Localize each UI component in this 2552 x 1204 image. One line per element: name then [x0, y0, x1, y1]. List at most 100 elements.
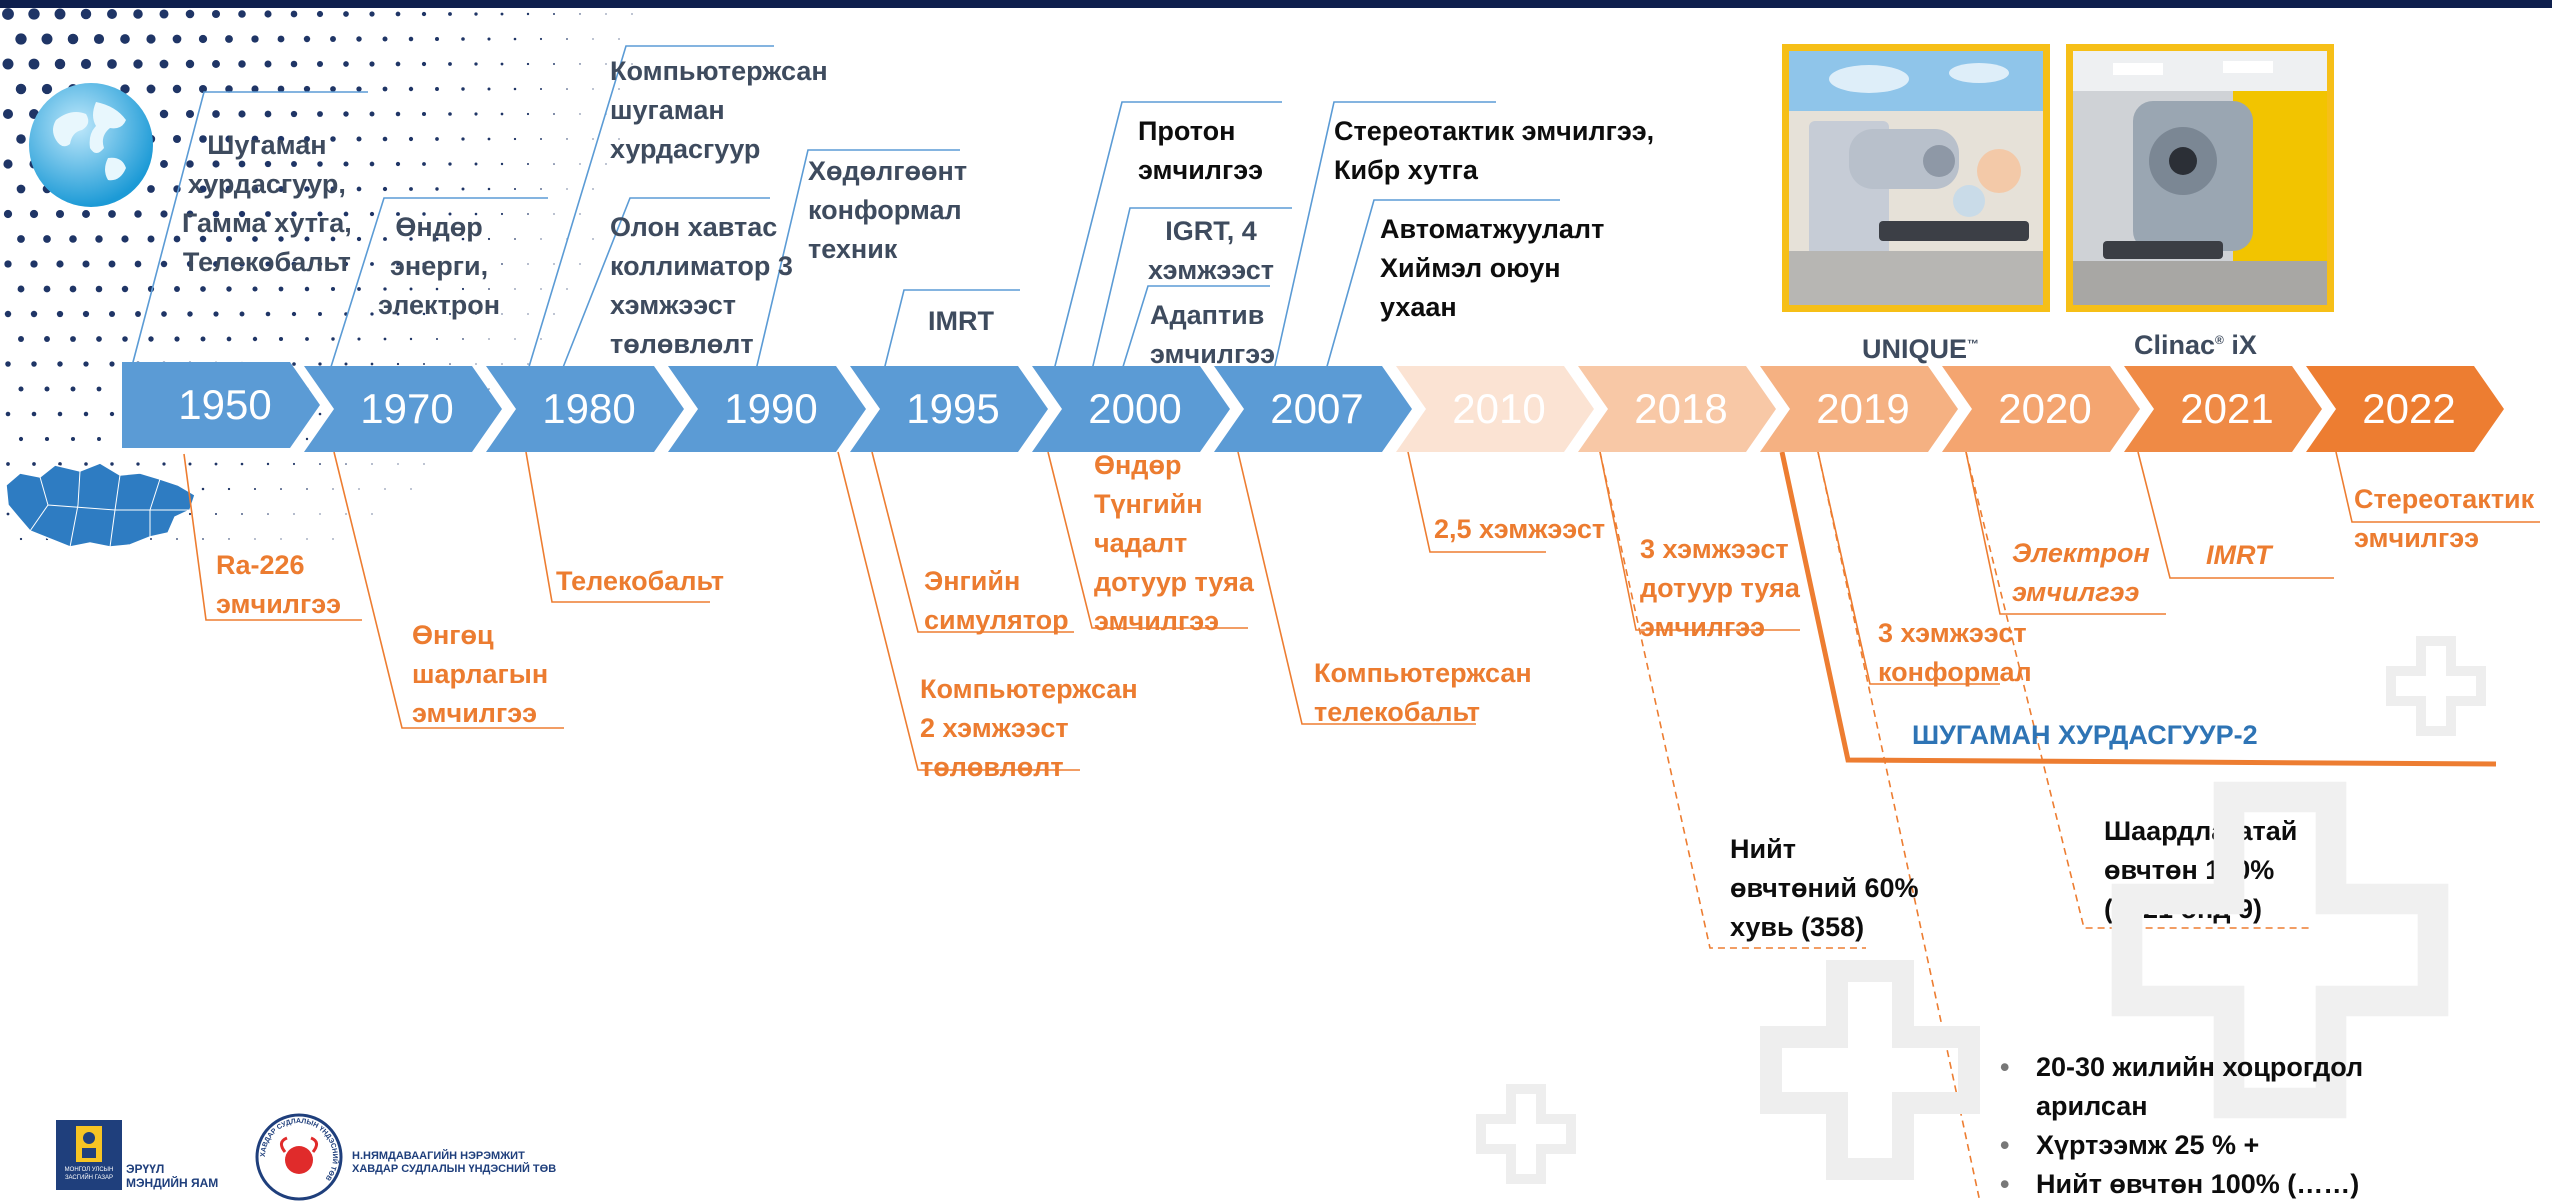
year-label: 2022	[2362, 385, 2456, 432]
lower-label-computer-telecobalt: Компьютержсан телекобальт	[1314, 658, 1532, 727]
connector-line	[755, 149, 960, 371]
connector-line	[2335, 451, 2540, 523]
year-label: 2020	[1998, 385, 2092, 432]
upper-label-high-energy: Өндөр энерги, электрон	[378, 212, 501, 320]
connector-line	[1965, 451, 2166, 615]
timeline-arrow-2018: 2018	[1578, 366, 1776, 452]
watermark-cross-icon	[1476, 1084, 1576, 1184]
timeline-arrow-2021: 2021	[2124, 366, 2322, 452]
connector-line	[561, 197, 770, 371]
year-label: 1950	[178, 381, 272, 428]
lower-label-superficial: Өнгөц шарлагын эмчилгээ	[412, 620, 549, 728]
timeline-arrow-2000: 2000	[1032, 366, 1230, 452]
lower-label-hdr: Өндөр Түнгийн чадалт дотуур туяа эмчилгэ…	[1094, 450, 1254, 636]
mongolia-map-icon	[5, 462, 196, 548]
year-label: 1995	[906, 385, 1000, 432]
timeline-arrow-2007: 2007	[1214, 366, 1412, 452]
year-label: 2000	[1088, 385, 1182, 432]
timeline-arrow-2019: 2019	[1760, 366, 1958, 452]
upper-label-stereotactic: Стереотактик эмчилгээ, Кибр хутга	[1334, 116, 1655, 185]
ministry-small-text: МОНГОЛ УЛСЫН ЗАСГИЙН ГАЗАР	[64, 1167, 114, 1181]
dashed-line	[1965, 451, 2310, 929]
top-bar	[0, 0, 2552, 8]
year-label: 2010	[1452, 385, 1546, 432]
connector-line	[1053, 101, 1282, 371]
timeline-arrow-1995: 1995	[850, 366, 1048, 452]
timeline-arrow-1990: 1990	[668, 366, 866, 452]
timeline-arrow-2010: 2010	[1396, 366, 1594, 452]
lower-label-3d-brachy: 3 хэмжээст дотуур туяа эмчилгээ	[1640, 534, 1800, 642]
connector-line	[183, 453, 362, 621]
clinac-machine-photo	[2066, 44, 2334, 312]
upper-label-conformal: Хөдөлгөөнт конформал техник	[808, 156, 968, 264]
ministry-name: ЭРҮҮЛ МЭНДИЙН ЯАМ	[126, 1162, 219, 1190]
lower-label-2d-planning: Компьютержсан 2 хэмжээст төлөвлөлт	[920, 674, 1138, 782]
upper-label-adaptive: Адаптив эмчилгээ	[1150, 300, 1276, 369]
year-label: 2018	[1634, 385, 1728, 432]
connector-line	[1273, 101, 1496, 371]
lower-label-3d-conformal: 3 хэмжээст конформал	[1878, 618, 2032, 687]
connector-line	[329, 197, 548, 371]
year-label: 1980	[542, 385, 636, 432]
lower-label-2-5d: 2,5 хэмжээст	[1434, 514, 1606, 544]
year-label: 1970	[360, 385, 454, 432]
year-label: 2021	[2180, 385, 2274, 432]
ministry-logo: МОНГОЛ УЛСЫН ЗАСГИЙН ГАЗАР	[56, 1120, 122, 1190]
lower-label-electron: Электрон эмчилгээ	[2012, 538, 2150, 607]
dashed-line	[1599, 451, 1866, 949]
connector-line	[1599, 451, 1800, 631]
connector-line	[837, 451, 1080, 771]
connector-line	[1407, 451, 1546, 553]
lower-label-imrt-2021: IMRT	[2206, 540, 2272, 570]
list-item: Хүртээмж 25 % +	[1996, 1126, 2363, 1165]
watermark-cross-icon	[1760, 960, 1980, 1180]
upper-label-proton: Протон эмчилгээ	[1138, 116, 1264, 185]
year-label: 1990	[724, 385, 818, 432]
lower-label-ra226: Ra-226 эмчилгээ	[216, 550, 342, 619]
timeline-arrow-1950: 1950	[122, 362, 320, 448]
timeline-arrow-2022: 2022	[2306, 366, 2504, 452]
connector-line	[527, 45, 774, 371]
connector-line	[1817, 451, 2000, 685]
lower-label-telecobalt: Телекобальт	[556, 566, 724, 596]
timeline-arrow-1980: 1980	[486, 366, 684, 452]
connector-line	[525, 451, 710, 603]
upper-label-linac-gamma: Шугаман хурдасгуур, Гамма хутга, Телекоб…	[182, 130, 352, 277]
connector-line	[1091, 207, 1292, 371]
linac-2-line	[1779, 451, 2497, 767]
list-item: 20-30 жилийн хоцрогдол арилсан	[1996, 1048, 2363, 1126]
year-label: 2007	[1270, 385, 1364, 432]
lower-label-stereotactic-2022: Стереотактик эмчилгээ	[2354, 484, 2535, 553]
connector-line	[1325, 199, 1560, 371]
note-60-percent: Нийт өвчтөний 60% хувь (358)	[1730, 834, 1919, 942]
timeline-arrow-2020: 2020	[1942, 366, 2140, 452]
linac-2-label: ШУГАМАН ХУРДАСГУУР-2	[1912, 720, 2258, 750]
caption-unique: UNIQUE™	[1862, 334, 1980, 364]
connector-line	[1047, 451, 1248, 629]
connector-line	[333, 451, 564, 729]
globe-icon	[29, 83, 153, 207]
upper-label-automation: Автоматжуулалт Хиймэл оюун ухаан	[1380, 214, 1605, 322]
connector-line	[1237, 451, 1476, 725]
connector-line	[871, 451, 1074, 633]
upper-label-imrt: IMRT	[928, 306, 994, 336]
upper-label-multileaf: Олон хавтас коллиматор 3 хэмжээст төлөвл…	[610, 212, 793, 359]
connector-line	[131, 91, 368, 367]
upper-label-computer-linac: Компьютержсан шугаман хурдасгуур	[610, 56, 828, 164]
cancer-center-logo: ХАВДАР СУДЛАЛЫН ҮНДЭСНИЙ ТӨВ	[255, 1113, 343, 1201]
year-label: 2019	[1816, 385, 1910, 432]
lower-label-simulator: Энгийн симулятор	[924, 566, 1069, 635]
unique-machine-photo	[1782, 44, 2050, 312]
cancer-center-name: Н.НЯМДАВААГИЙН НЭРЭМЖИТ ХАВДАР СУДЛАЛЫН …	[352, 1150, 557, 1175]
connector-line	[883, 289, 1020, 371]
connector-line	[2137, 451, 2334, 579]
watermark-cross-icon	[2386, 636, 2486, 736]
achievement-list: 20-30 жилийн хоцрогдол арилсан Хүртээмж …	[1996, 1048, 2363, 1204]
caption-clinac: Clinac® iX	[2134, 330, 2257, 360]
dashed-line	[1817, 451, 1981, 1202]
connector-line	[1121, 285, 1270, 371]
list-item: Нийт өвчтөн 100% (……)	[1996, 1165, 2363, 1204]
upper-label-igrt: IGRT, 4 хэмжээст	[1148, 216, 1275, 285]
timeline-arrow-1970: 1970	[304, 366, 502, 452]
